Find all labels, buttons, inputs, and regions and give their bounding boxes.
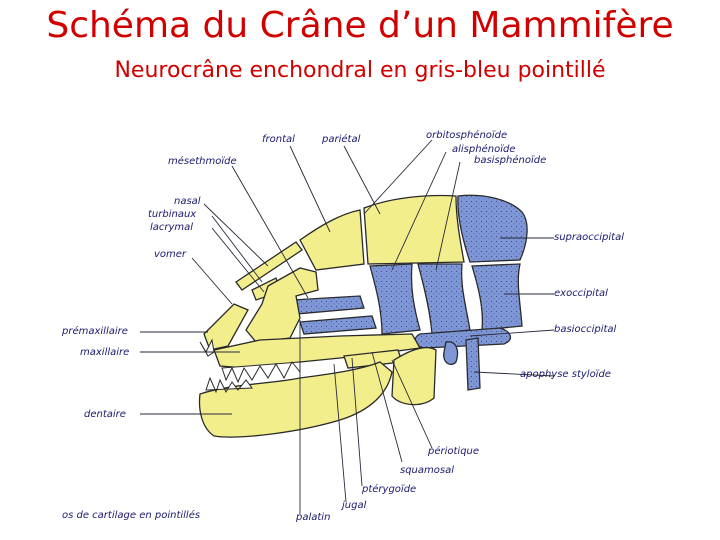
label-nasal: nasal	[174, 196, 201, 207]
label-palatin: palatin	[295, 512, 330, 523]
parietal-bone	[364, 196, 464, 265]
label-basisphenoide: basisphénoïde	[474, 154, 546, 166]
label-jugal: jugal	[340, 500, 367, 511]
label-premaxillaire: prémaxillaire	[61, 325, 128, 337]
legend-cartilage: os de cartilage en pointillés	[62, 509, 200, 521]
periotique-bone	[444, 342, 458, 365]
label-pterygoide: ptérygoïde	[361, 483, 416, 495]
label-vomer: vomer	[154, 249, 187, 260]
label-frontal: frontal	[262, 134, 295, 145]
label-dentaire: dentaire	[84, 409, 126, 420]
label-maxillaire: maxillaire	[80, 347, 129, 358]
label-turbinaux: turbinaux	[148, 209, 196, 220]
label-squamosal: squamosal	[400, 465, 454, 476]
label-orbitosphenoide: orbitosphénoïde	[426, 129, 507, 141]
label-supraoccipital: supraoccipital	[554, 232, 624, 243]
label-exoccipital: exoccipital	[554, 288, 608, 299]
label-parietal: pariétal	[321, 133, 361, 145]
label-mesethmoide: mésethmoïde	[168, 155, 237, 167]
label-apophyse-styloide: apophyse styloïde	[520, 369, 611, 380]
frontal-bone	[300, 210, 364, 270]
label-basioccipital: basioccipital	[554, 324, 617, 335]
label-lacrymal: lacrymal	[150, 222, 193, 233]
label-alisphenoide: alisphénoïde	[452, 143, 515, 155]
label-periotique: périotique	[427, 445, 479, 457]
